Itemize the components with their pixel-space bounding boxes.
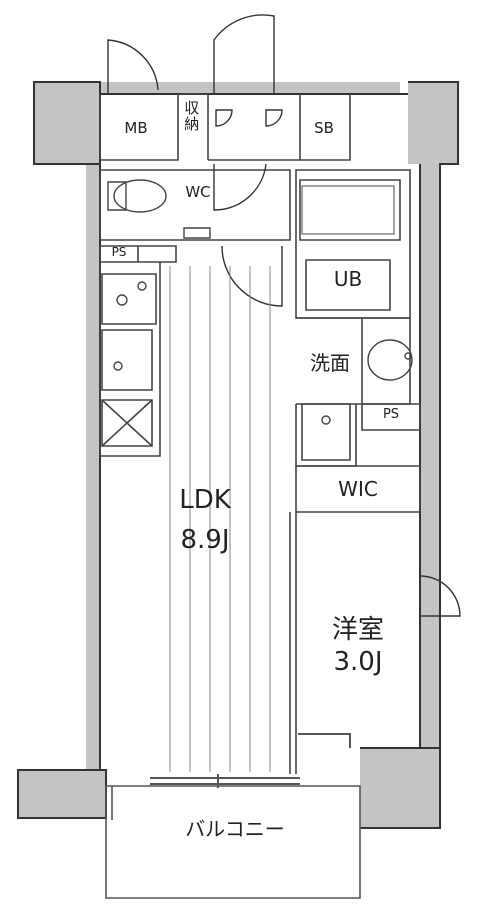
room-label-wic: WIC [338, 477, 378, 501]
room-label-ub: UB [333, 267, 363, 291]
wall-left [86, 164, 100, 770]
room-label-balcony: バルコニー [185, 817, 285, 841]
room-label-wc: WC [185, 183, 211, 201]
wall-right [420, 82, 440, 748]
door-swings [107, 14, 461, 617]
column-bottom-right [360, 748, 440, 828]
column-bottom-left [18, 770, 106, 818]
room-label-storage: 収納 [182, 100, 201, 132]
room-size-ldk: 8.9J [180, 525, 230, 555]
balcony-outline [105, 785, 361, 899]
wall-top [100, 82, 400, 94]
room-label-ldk: LDK [179, 485, 231, 515]
windows [150, 733, 351, 788]
room-size-western-room: 3.0J [333, 647, 383, 677]
outer-walls [17, 81, 459, 829]
room-label-sb: SB [314, 119, 334, 137]
column-top-left [34, 82, 100, 164]
room-label-ps-top: PS [111, 245, 127, 259]
structural-walls [18, 82, 458, 828]
ldk-floor-lines [169, 266, 271, 772]
room-label-ps-right: PS [382, 407, 400, 422]
fixtures [107, 179, 413, 425]
room-label-washroom: 洗面 [310, 351, 350, 375]
room-label-western-room: 洋室 [331, 615, 384, 645]
room-label-mb: MB [124, 119, 148, 137]
interior-walls [99, 93, 421, 774]
